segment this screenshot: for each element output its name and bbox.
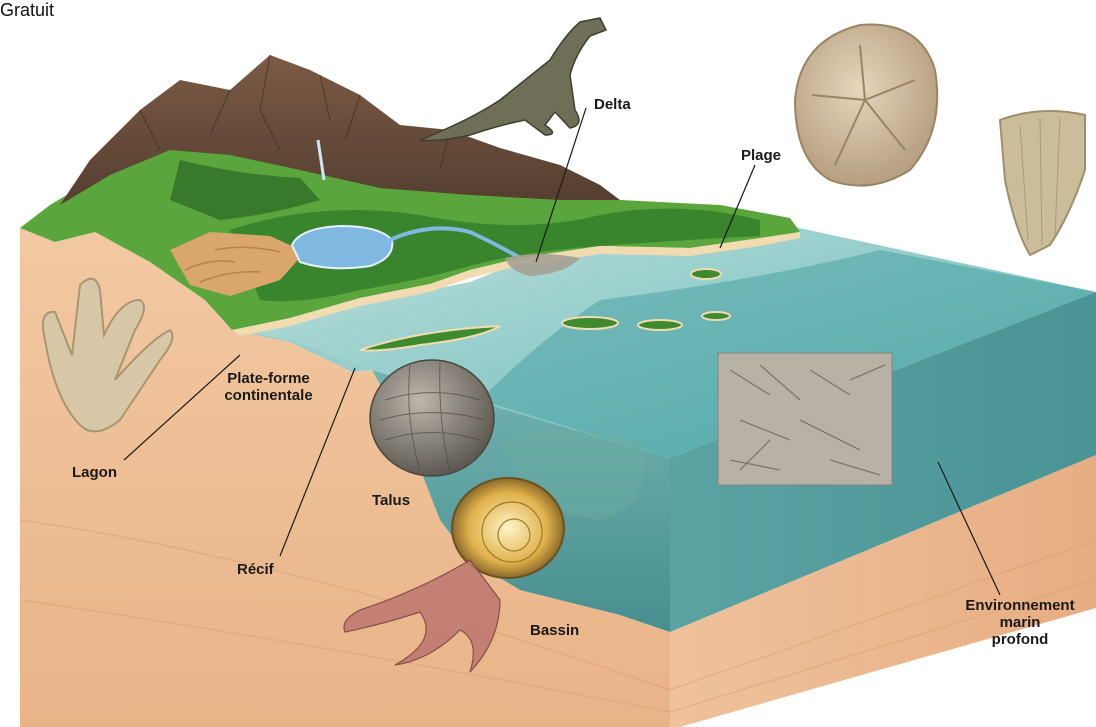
label-env-line2: marin — [950, 614, 1090, 631]
label-env-line3: profond — [950, 631, 1090, 648]
label-environnement-marin-profond: Environnement marin profond — [950, 597, 1090, 648]
label-plage: Plage — [741, 147, 781, 164]
label-env-line1: Environnement — [950, 597, 1090, 614]
sea-urchin-fossil — [795, 25, 937, 186]
label-lagon: Lagon — [72, 464, 117, 481]
label-talus: Talus — [372, 492, 410, 509]
label-recif: Récif — [237, 561, 274, 578]
label-bassin: Bassin — [530, 622, 579, 639]
brain-coral-fossil — [370, 360, 494, 476]
coral-fossil — [1000, 111, 1085, 255]
dinosaur-figure — [420, 18, 606, 140]
label-plate-forme-line1: Plate-forme — [206, 370, 331, 387]
label-delta: Delta — [594, 96, 631, 113]
label-plate-forme: Plate-forme continentale — [206, 370, 331, 404]
label-plate-forme-line2: continentale — [206, 387, 331, 404]
lake — [292, 226, 392, 268]
fossil-slab-photo — [718, 353, 892, 485]
